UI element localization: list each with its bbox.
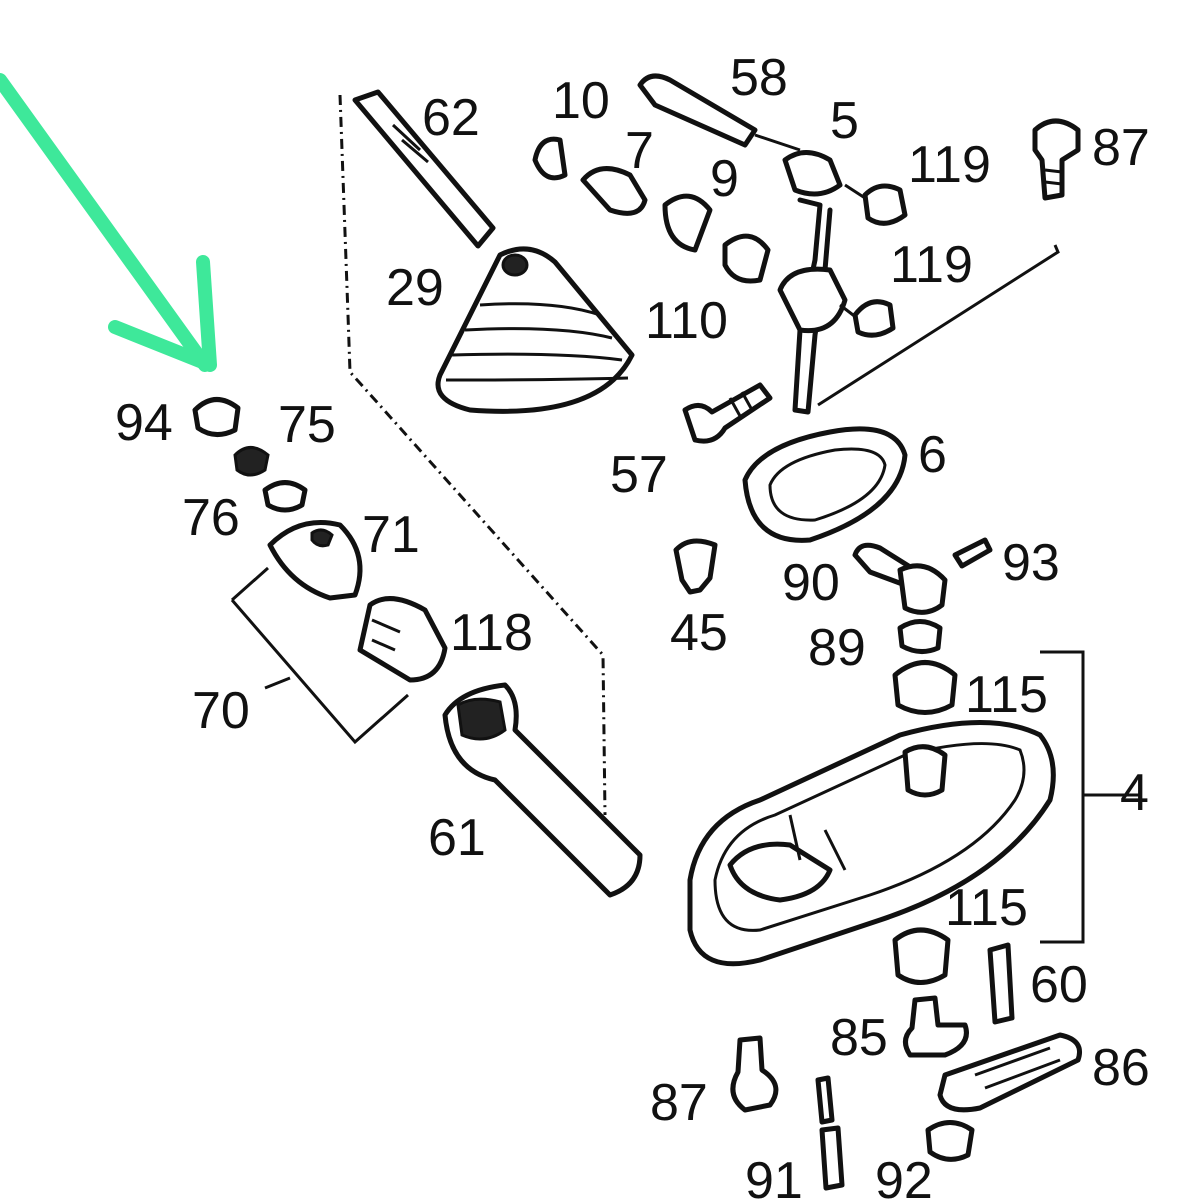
upper-linkage-parts <box>532 73 908 415</box>
selector-parts <box>852 537 993 715</box>
label-part-57: 57 <box>610 446 668 504</box>
gasket-6 <box>742 426 908 543</box>
label-part-119-upper: 119 <box>908 136 991 194</box>
label-part-71: 71 <box>362 506 420 564</box>
label-part-75: 75 <box>278 396 336 454</box>
leader-lines <box>230 94 1140 944</box>
part-number-labels: 4 5 6 7 9 10 29 45 57 58 60 61 62 70 71 … <box>115 49 1150 1200</box>
rubber-boot-29 <box>435 246 635 414</box>
label-part-89: 89 <box>808 619 866 677</box>
bolt-87-upper <box>1032 118 1081 201</box>
label-part-70: 70 <box>192 682 250 740</box>
label-part-115-upper: 115 <box>965 666 1048 724</box>
label-part-5: 5 <box>830 92 859 150</box>
label-part-94: 94 <box>115 394 173 452</box>
label-part-92: 92 <box>875 1152 933 1200</box>
label-part-119-lower: 119 <box>890 236 973 294</box>
label-part-58: 58 <box>730 49 788 107</box>
label-part-87-lower: 87 <box>650 1074 708 1132</box>
shift-housing-4 <box>687 720 1056 967</box>
label-part-118: 118 <box>450 604 533 662</box>
label-part-91: 91 <box>745 1152 803 1200</box>
label-part-86: 86 <box>1092 1039 1150 1097</box>
knob-assembly <box>192 397 643 898</box>
label-part-85: 85 <box>830 1009 888 1067</box>
label-part-7: 7 <box>625 122 654 180</box>
label-part-110: 110 <box>645 292 728 350</box>
label-part-60: 60 <box>1030 956 1088 1014</box>
label-part-45: 45 <box>670 604 728 662</box>
label-part-4: 4 <box>1120 764 1149 822</box>
shift-rod-62 <box>352 89 496 249</box>
bolt-57 <box>682 382 773 444</box>
label-part-76: 76 <box>182 489 240 547</box>
clip-45 <box>673 538 718 595</box>
label-part-29: 29 <box>386 259 444 317</box>
label-part-115-lower: 115 <box>945 879 1028 937</box>
label-part-62: 62 <box>422 89 480 147</box>
label-part-93: 93 <box>1002 534 1060 592</box>
label-part-9: 9 <box>710 150 739 208</box>
arrow-down-left-icon <box>0 73 217 372</box>
lower-fasteners <box>730 927 1082 1191</box>
label-part-90: 90 <box>782 554 840 612</box>
label-part-10: 10 <box>552 72 610 130</box>
label-part-61: 61 <box>428 809 486 867</box>
label-part-6: 6 <box>918 426 947 484</box>
label-part-87-upper: 87 <box>1092 119 1150 177</box>
